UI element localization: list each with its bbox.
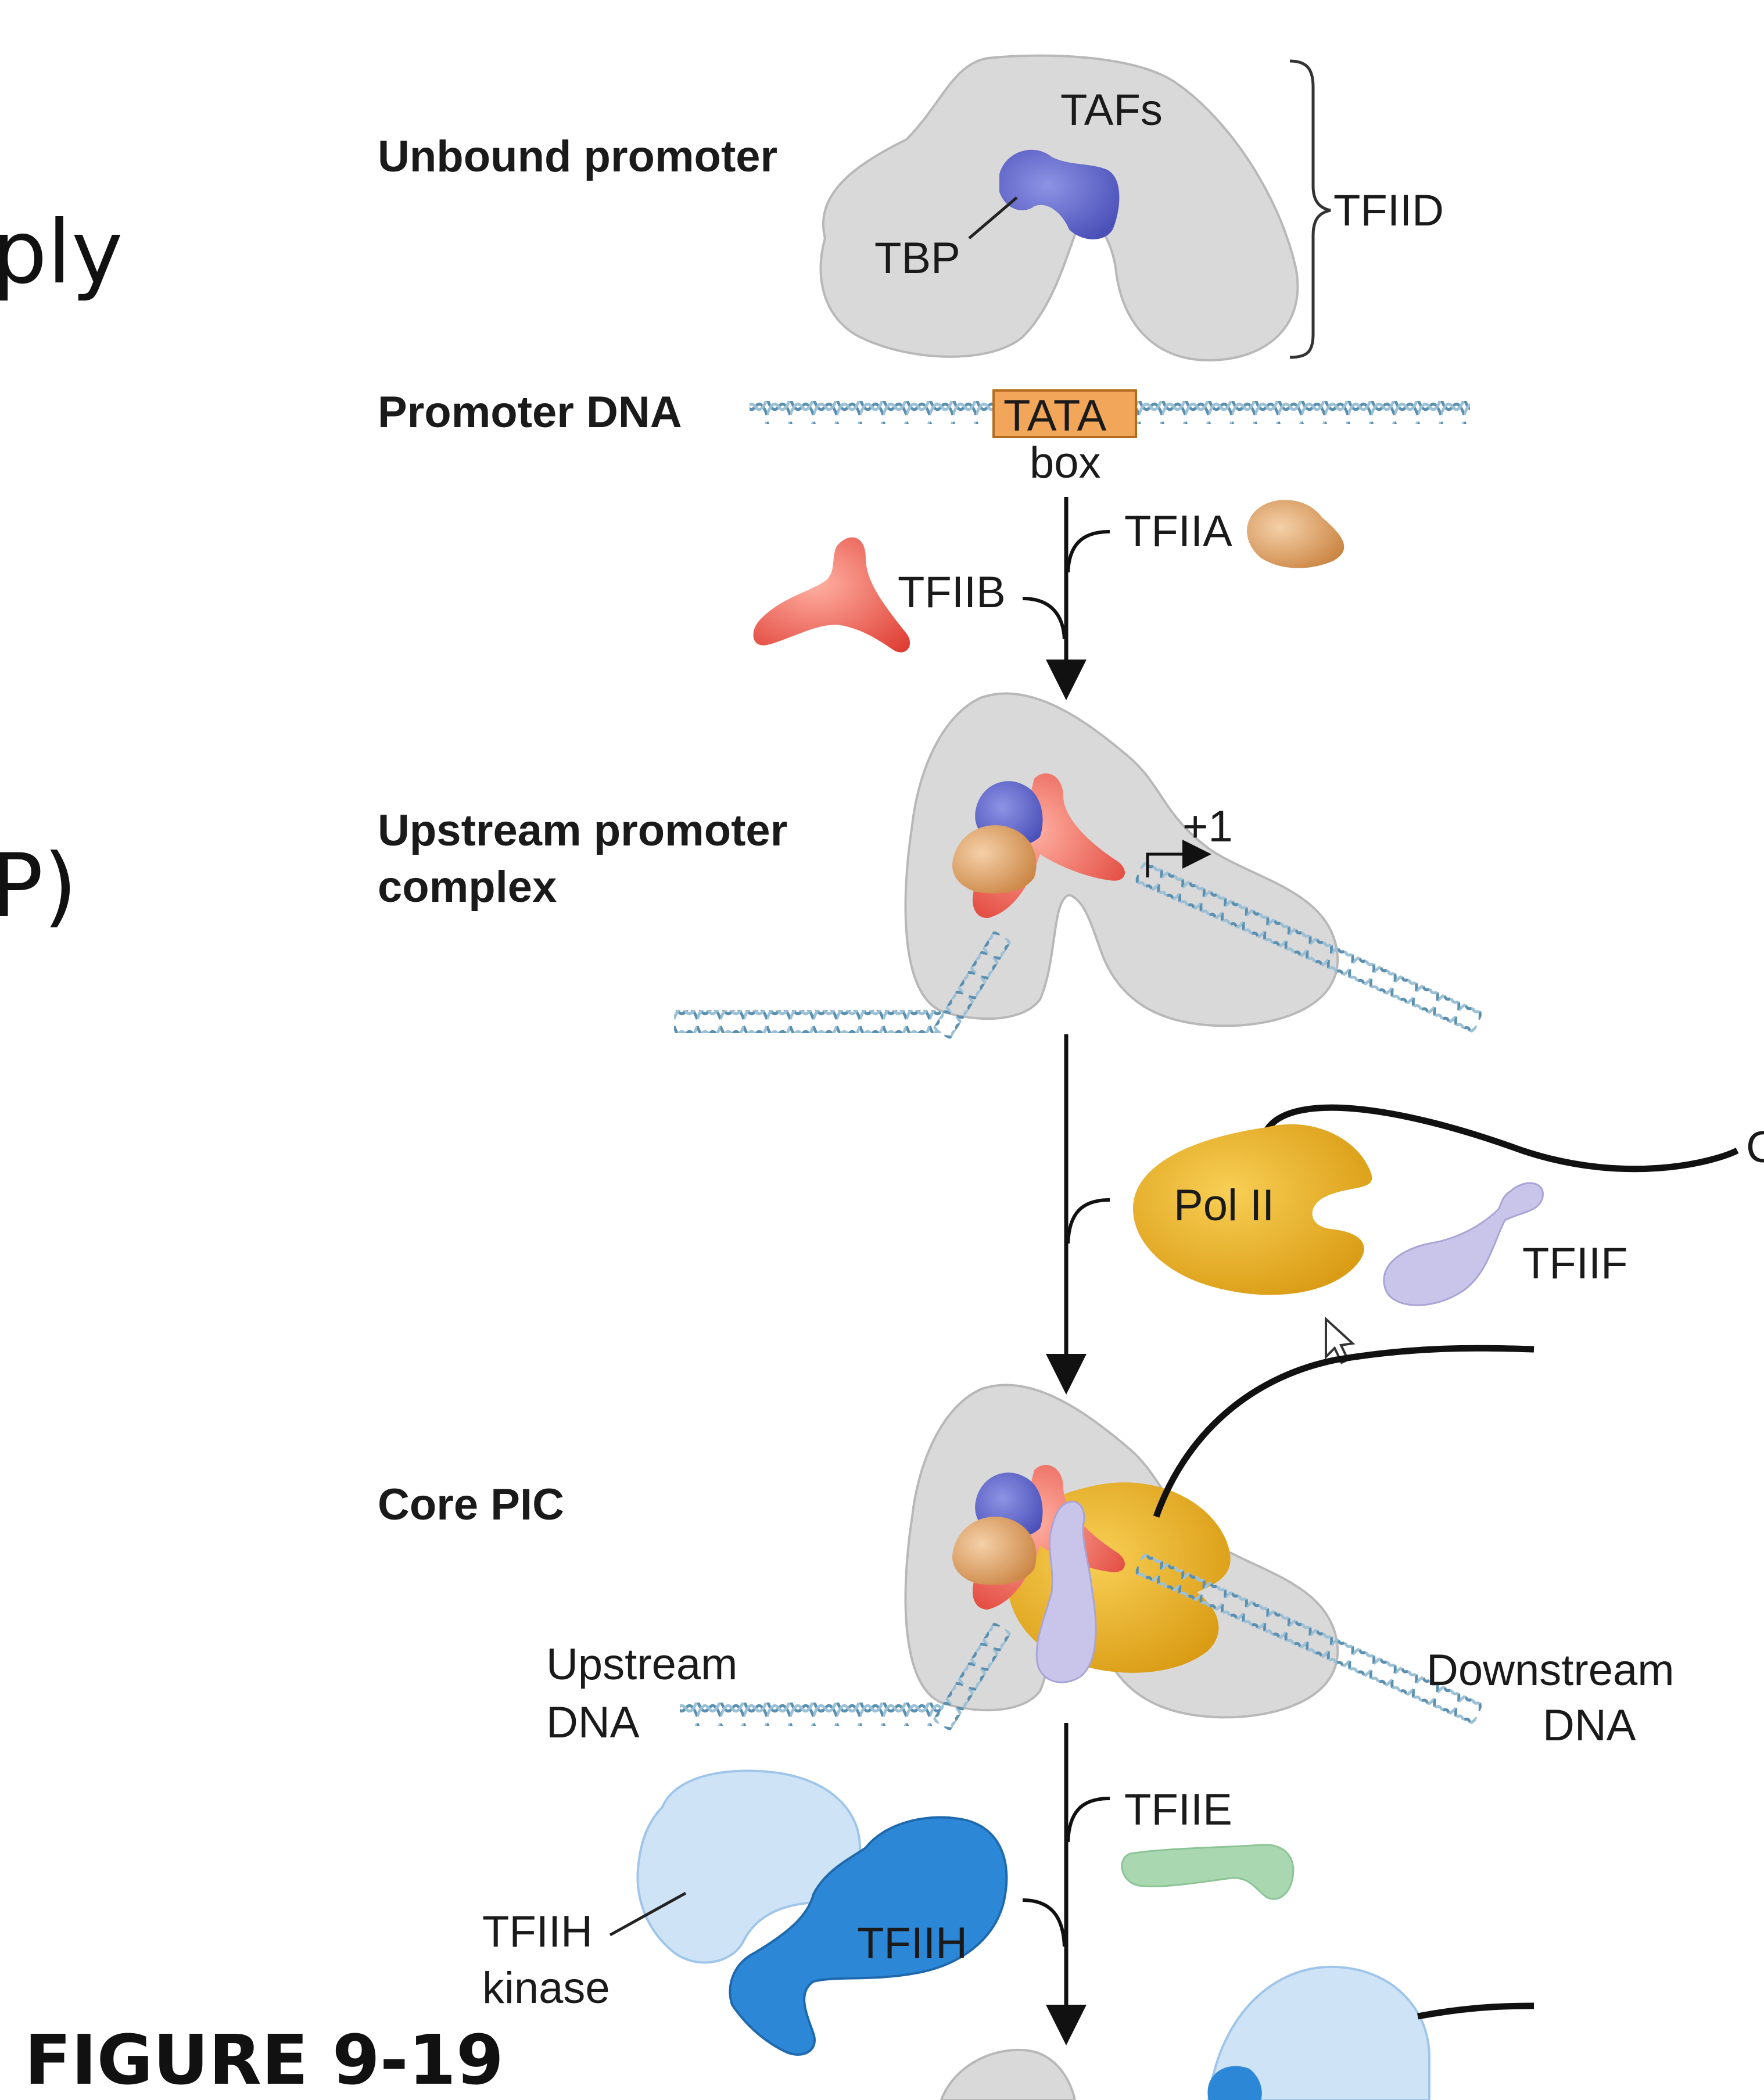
core-pic-dna-downstream xyxy=(1134,1552,1483,1725)
upstream-complex-tfiid xyxy=(904,692,1339,1027)
tfiie-protein xyxy=(1121,1844,1295,1900)
tbp-pointer xyxy=(968,196,1018,239)
upstream-complex-tfiia xyxy=(952,825,1037,894)
upstream-dna-label-line2: DNA xyxy=(546,1698,640,1747)
next-stage-tfiih-dark-partial xyxy=(1207,2066,1262,2100)
slide-text-fragment-middle: P) xyxy=(0,836,77,937)
tafs-label: TAFs xyxy=(1060,85,1163,135)
tfiih-kinase-label-line1: TFIIH xyxy=(482,1907,593,1956)
ctd-edge-label: C xyxy=(1746,1123,1764,1172)
stage-label-unbound-promoter: Unbound promoter xyxy=(378,132,777,181)
tfiih-core-protein xyxy=(729,1816,1008,2056)
pol2-label: Pol II xyxy=(1174,1181,1274,1230)
tfiif-label: TFIIF xyxy=(1522,1239,1628,1288)
upstream-complex-dna-upstream xyxy=(674,1010,941,1033)
tfiia-label: TFIIA xyxy=(1124,507,1232,556)
stage-label-core-pic: Core PIC xyxy=(378,1480,564,1529)
stage-label-upstream-line1: Upstream promoter xyxy=(378,806,787,855)
next-stage-tfiih-partial xyxy=(1207,1965,1430,2100)
figure-label: FIGURE 9-19 xyxy=(24,2020,504,2100)
tfiih-join-curve xyxy=(1022,1898,1066,1947)
stage-label-upstream-line2: complex xyxy=(378,862,557,912)
core-pic-tfiia xyxy=(952,1517,1037,1585)
downstream-dna-label-line2: DNA xyxy=(1543,1701,1636,1750)
tfiib-join-curve xyxy=(1022,597,1066,640)
tfiif-protein xyxy=(1383,1182,1544,1306)
tfiib-label: TFIIB xyxy=(898,568,1006,617)
tfiia-protein xyxy=(1247,500,1344,568)
tata-box xyxy=(992,389,1137,438)
core-pic-dna-bent xyxy=(932,1621,1012,1732)
tfiia-join-curve xyxy=(1066,530,1110,573)
box-label: box xyxy=(1030,438,1101,488)
upstream-complex-dna-downstream xyxy=(1134,861,1483,1034)
tfiih-label: TFIIH xyxy=(857,1919,967,1968)
next-stage-tfiid-partial xyxy=(940,2048,1077,2100)
tfiih-kinase-label-line2: kinase xyxy=(482,1963,610,2013)
next-stage-ctd-tail xyxy=(1417,2002,1534,2020)
tfiih-kinase-protein xyxy=(636,1769,862,1964)
pol2-join-curve xyxy=(1066,1198,1110,1244)
core-pic-ctd-tail xyxy=(1153,1345,1534,1518)
tata-label: TATA xyxy=(1003,391,1107,440)
tbp-label: TBP xyxy=(874,234,960,283)
tfiid-label: TFIID xyxy=(1333,186,1444,235)
pol2-protein xyxy=(1133,1124,1372,1295)
tfiie-join-curve xyxy=(1066,1797,1110,1843)
upstream-dna-label-line1: Upstream xyxy=(546,1640,737,1689)
tfiib-protein xyxy=(753,537,910,653)
tfiih-kinase-pointer xyxy=(609,1891,687,1937)
tss-arrow xyxy=(1146,840,1211,877)
downstream-dna-label-line1: Downstream xyxy=(1426,1646,1675,1695)
pol2-ctd-tail xyxy=(1264,1104,1739,1173)
upstream-complex-dna-bent xyxy=(932,930,1012,1040)
tfiid-bracket xyxy=(1289,59,1331,359)
tbp-protein xyxy=(999,149,1120,239)
core-pic-tfiif xyxy=(1035,1500,1097,1683)
core-pic-dna-upstream xyxy=(680,1703,941,1726)
stage-label-promoter-dna: Promoter DNA xyxy=(378,388,682,437)
plus-one-label: +1 xyxy=(1182,802,1233,851)
slide-text-fragment-top: ply xyxy=(0,202,123,303)
tfiie-label: TFIIE xyxy=(1124,1785,1232,1834)
